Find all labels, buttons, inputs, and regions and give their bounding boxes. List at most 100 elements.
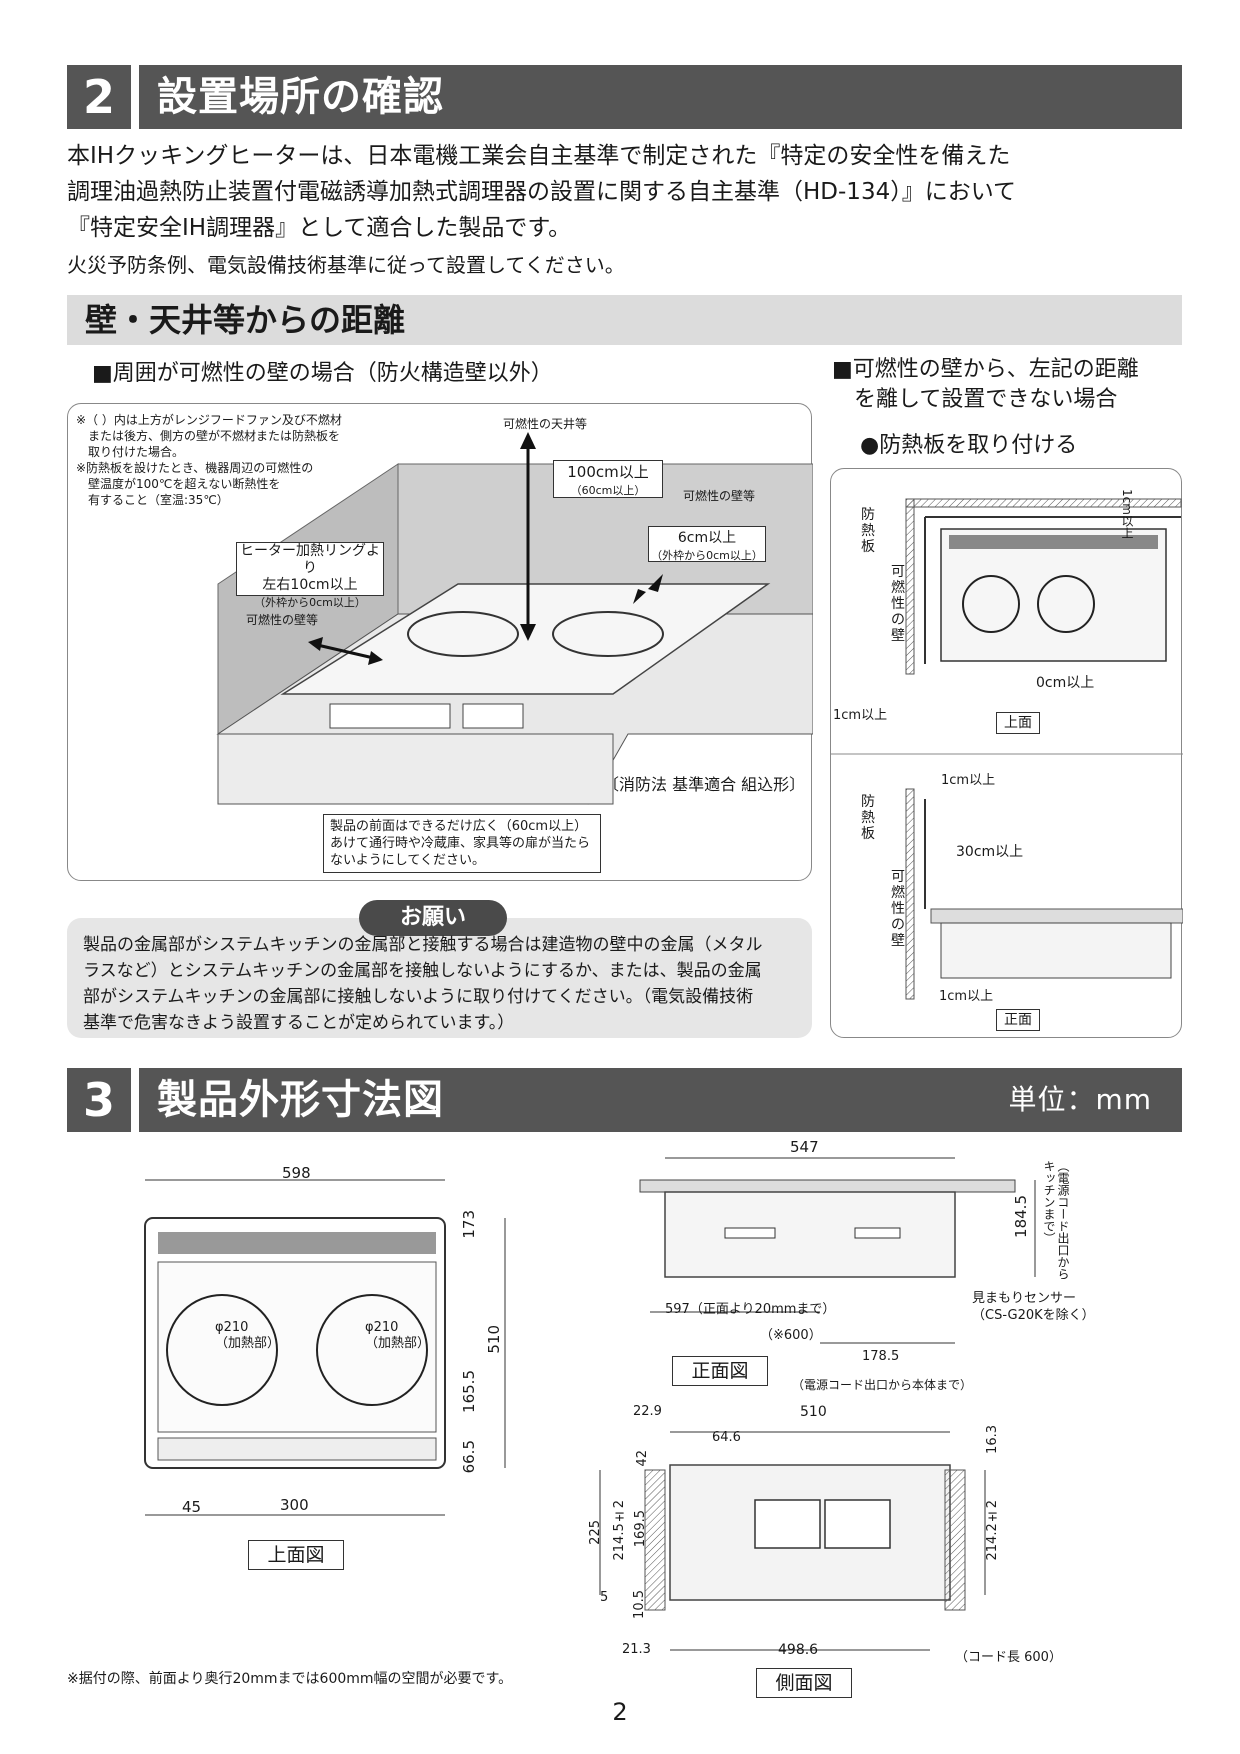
- side-10-5: 10.5: [632, 1590, 647, 1619]
- rear-distance-callout: 6cm以上 （外枠から0cm以上）: [648, 526, 766, 562]
- left-heating-zone: [166, 1294, 278, 1406]
- intro-line: 『特定安全IH調理器』として適合した製品です。: [67, 215, 572, 241]
- right-burner-ring: [552, 611, 664, 657]
- glass-top: [157, 1261, 437, 1433]
- note-line: 取り付けた場合。: [76, 445, 185, 459]
- side-panel-right: [824, 1499, 891, 1549]
- side-view-caption: 側面図: [756, 1668, 852, 1698]
- side-214-2: 214.2±2: [985, 1500, 1000, 1561]
- side-16-3: 16.3: [985, 1425, 1000, 1454]
- dimension-drawings: [144, 1157, 1036, 1651]
- grill-drawer: [329, 703, 451, 729]
- rear-wall-label: 可燃性の壁等: [683, 489, 756, 503]
- top-vent: [158, 1232, 436, 1254]
- front-width-547: 547: [790, 1138, 819, 1156]
- control-strip: [157, 1437, 437, 1461]
- side-distance-arrow: [312, 642, 379, 661]
- intro-line: 本IHクッキングヒーターは、日本電機工業会自主基準で制定された『特定の安全性を備…: [67, 143, 1011, 169]
- arrow-head: [520, 624, 536, 641]
- front-178-5-note: （電源コード出口から本体まで）: [792, 1378, 973, 1392]
- front-view-caption: 正面図: [672, 1356, 768, 1386]
- burner-heat: （加熱部）: [215, 1336, 281, 1351]
- right-heading-line2: を離して設置できない場合: [832, 387, 1118, 412]
- sensor-l1: 見まもりセンサー: [972, 1291, 1077, 1306]
- heat-plate-illustration: [831, 498, 1183, 1000]
- rear-distance-sub: （外枠から0cm以上）: [651, 549, 763, 562]
- top-width-598: 598: [282, 1164, 311, 1182]
- side-wall-label: 可燃性の壁等: [246, 613, 319, 627]
- heat-plate-diagram: 防熱板 可燃性の壁 1cm以上 0cm以上 1cm以上 上面 1cm以上 防熱板…: [830, 468, 1183, 1038]
- arrow-head: [633, 589, 646, 604]
- sensor-window: [854, 1227, 901, 1239]
- front-note-line: あけて通行時や冷蔵庫、家具等の扉が当たら: [330, 836, 591, 851]
- side-22-9: 22.9: [633, 1404, 662, 1419]
- zero-cm: 0cm以上: [1036, 675, 1095, 691]
- request-text: 製品の金属部がシステムキッチンの金属部と接触する場合は建造物の壁中の金属（メタル…: [83, 932, 798, 1036]
- wall-hatch: [905, 498, 1182, 508]
- distance-subhead: 壁・天井等からの距離: [67, 295, 1182, 345]
- side-42: 42: [635, 1450, 650, 1467]
- section3-title-text: 製品外形寸法図: [157, 1077, 444, 1123]
- side-498-6: 498.6: [778, 1642, 819, 1658]
- section3-number: 3: [67, 1068, 131, 1132]
- front-597: 597（正面より20mmまで）: [665, 1302, 836, 1317]
- front-top-plate: [639, 1179, 1016, 1193]
- front-1cm-bottom: 1cm以上: [939, 989, 994, 1004]
- cord-length: （コード長 600）: [955, 1650, 1062, 1665]
- footnote: ※据付の際、前面より奥行20mmまでは600mm幅の空間が必要です。: [67, 1671, 513, 1687]
- unit-label: 単位：mm: [1008, 1083, 1152, 1116]
- ceiling-label: 可燃性の天井等: [503, 417, 588, 431]
- front-600: （※600）: [760, 1328, 822, 1343]
- top-66-5: 66.5: [460, 1440, 478, 1474]
- right-heating-zone: [316, 1294, 428, 1406]
- side-225: 225: [588, 1520, 603, 1545]
- front-body: [664, 1191, 956, 1278]
- heat-plate-label-top: 防熱板: [861, 507, 875, 555]
- side-distance-l2: 左右10cm以上: [262, 577, 358, 593]
- front-note-line: ないようにしてください。: [330, 853, 485, 868]
- right-burner: [1037, 575, 1095, 633]
- side-distance-l1: ヒーター加熱リングより: [240, 543, 380, 576]
- vent-grille: [949, 535, 1158, 549]
- left-burner-label: φ210 （加熱部）: [215, 1320, 280, 1352]
- note-line: 有すること（室温:35℃）: [76, 493, 229, 507]
- sensor-note: 見まもりセンサー （CS-G20Kを除く）: [972, 1290, 1095, 1324]
- top-173: 173: [460, 1210, 478, 1239]
- installation-diagram: ※（ ）内は上方がレンジフードファン及び不燃材 または後方、側方の壁が不燃材また…: [67, 403, 813, 881]
- side-distance-sub: （外枠から0cm以上）: [254, 596, 366, 609]
- arrow-head: [648, 574, 663, 592]
- request-line: 製品の金属部がシステムキッチンの金属部と接触する場合は建造物の壁中の金属（メタル: [83, 935, 763, 955]
- combustible-wall-label-top: 可燃性の壁: [891, 564, 905, 644]
- compliance-label: 〔消防法 基準適合 組込形〕: [603, 775, 806, 794]
- control-panel: [462, 703, 524, 729]
- front-184-5: 184.5: [1012, 1195, 1030, 1238]
- sensor-l2: （CS-G20Kを除く）: [972, 1308, 1095, 1323]
- side-214-5: 214.5±2: [612, 1500, 627, 1561]
- burner-dia: φ210: [215, 1320, 249, 1335]
- arrow-head: [368, 651, 383, 665]
- section2-intro: 本IHクッキングヒーターは、日本電機工業会自主基準で制定された『特定の安全性を備…: [67, 138, 1182, 246]
- front-view-label: 正面: [996, 1009, 1040, 1031]
- front-1cm-top: 1cm以上: [941, 773, 996, 788]
- side-21-3: 21.3: [622, 1642, 651, 1657]
- page-number: 2: [612, 1698, 628, 1726]
- note-line: ※防熱板を設けたとき、機器周辺の可燃性の: [76, 461, 314, 475]
- diagram-notes: ※（ ）内は上方がレンジフードファン及び不燃材 または後方、側方の壁が不燃材また…: [76, 412, 376, 508]
- top-view-caption: 上面図: [248, 1540, 344, 1570]
- section3-banner: 3 製品外形寸法図 単位：mm: [67, 1068, 1182, 1132]
- right-diagram-sub: ●防熱板を取り付ける: [860, 433, 1078, 458]
- side-wall-hatch: [944, 1469, 966, 1611]
- top-300: 300: [280, 1496, 309, 1514]
- cord-note-l1: （電源コード出口から: [1056, 1160, 1070, 1280]
- left-diagram-heading: ■周囲が可燃性の壁の場合（防火構造壁以外）: [92, 361, 553, 386]
- request-pill: お願い: [359, 900, 507, 936]
- side-64-6: 64.6: [712, 1430, 741, 1445]
- note-line: 壁温度が100℃を超えない断熱性を: [76, 477, 281, 491]
- request-line: 基準で危害なきよう設置することが定められています。）: [83, 1013, 515, 1033]
- left-1cm: 1cm以上: [833, 708, 888, 723]
- side-169-5: 169.5: [633, 1510, 648, 1548]
- right-heading-line1: ■可燃性の壁から、左記の距離: [832, 357, 1139, 382]
- right-diagram-heading: ■可燃性の壁から、左記の距離 を離して設置できない場合: [832, 355, 1139, 415]
- grill-handle: [724, 1227, 776, 1239]
- cooktop-front: [940, 922, 1172, 979]
